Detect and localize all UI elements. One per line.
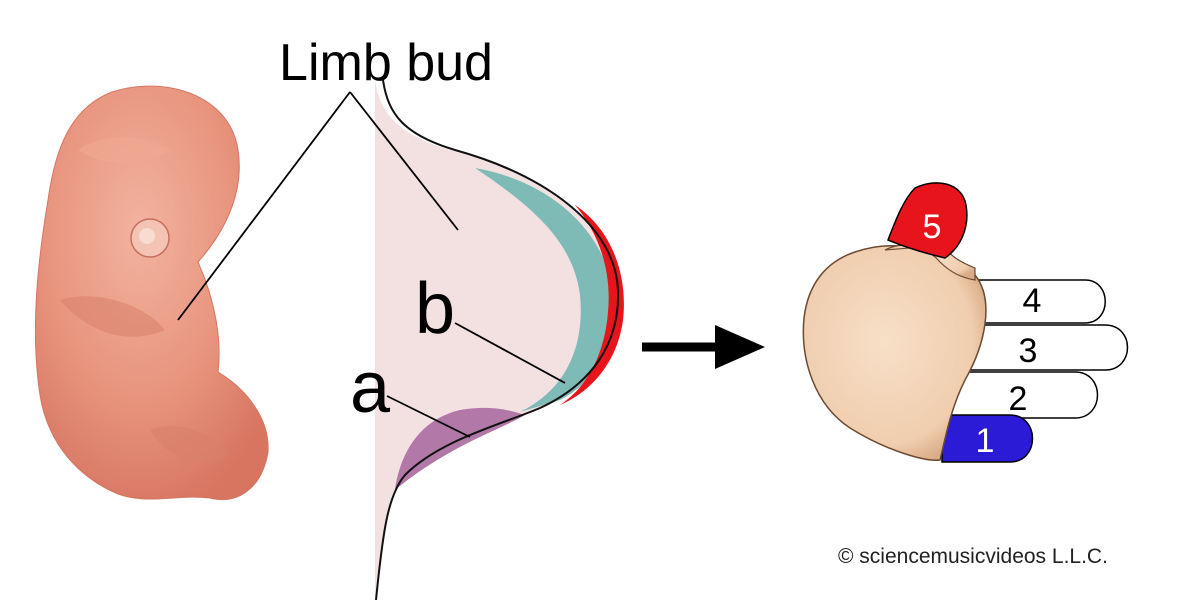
region-a — [395, 407, 525, 490]
digit-4: 4 — [964, 279, 1106, 324]
region-a-label: a — [350, 348, 391, 428]
digit-5-label: 5 — [923, 208, 942, 246]
b-leader — [454, 322, 566, 384]
copyright-text: © sciencemusicvideos L.L.C. — [838, 545, 1108, 568]
limb-bud-leader-embryo — [177, 91, 351, 321]
embryo-illustration — [34, 85, 269, 500]
hand-illustration: 4 3 2 1 5 — [802, 182, 1129, 463]
digit-1-label: 1 — [976, 422, 995, 460]
limb-bud-cross-section — [375, 79, 624, 600]
digit-2-label: 2 — [1009, 380, 1028, 418]
digit-1: 1 — [941, 414, 1034, 463]
digit-3: 3 — [954, 324, 1129, 371]
limb-bud-label: Limb bud — [279, 34, 493, 92]
region-b-label: b — [415, 269, 455, 349]
a-leader — [386, 395, 471, 438]
arrow-icon — [642, 325, 765, 369]
region-b — [475, 168, 614, 412]
digit-4-label: 4 — [1023, 282, 1042, 320]
digit-3-label: 3 — [1019, 332, 1038, 370]
apical-ridge — [560, 205, 624, 405]
digit-2: 2 — [944, 371, 1099, 419]
limb-bud-leader-bud — [349, 91, 459, 231]
digit-5: 5 — [884, 182, 976, 281]
